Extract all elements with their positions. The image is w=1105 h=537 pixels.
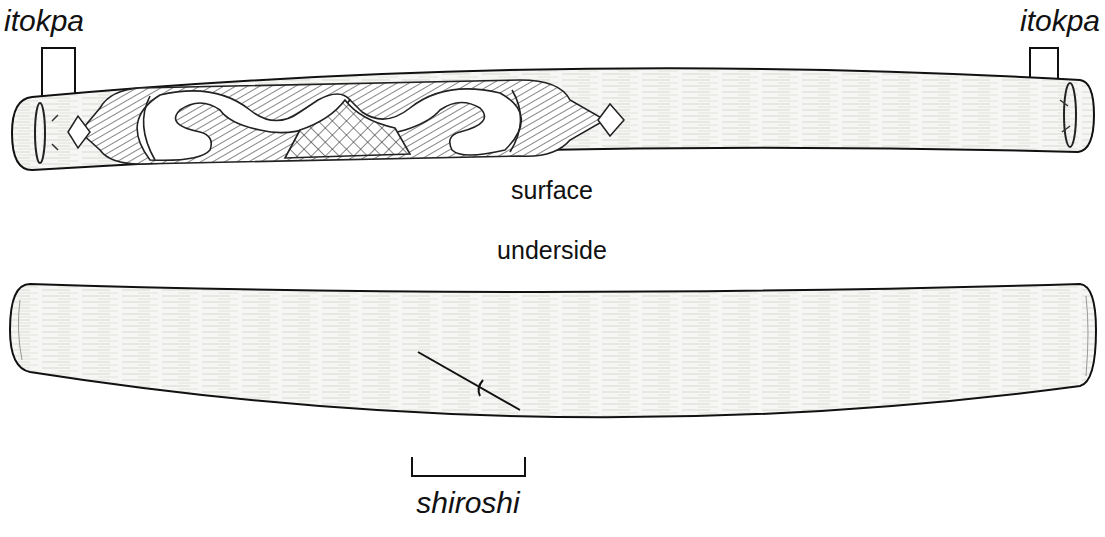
stick-surface [12, 68, 1094, 170]
stick-underside [10, 284, 1096, 417]
view-label: surface [511, 178, 593, 203]
part-name: itokpa [1020, 6, 1100, 36]
part-name: shiroshi [416, 488, 519, 518]
view-label: underside [497, 238, 607, 263]
part-name: itokpa [4, 6, 84, 36]
shiroshi-mark [418, 352, 520, 410]
